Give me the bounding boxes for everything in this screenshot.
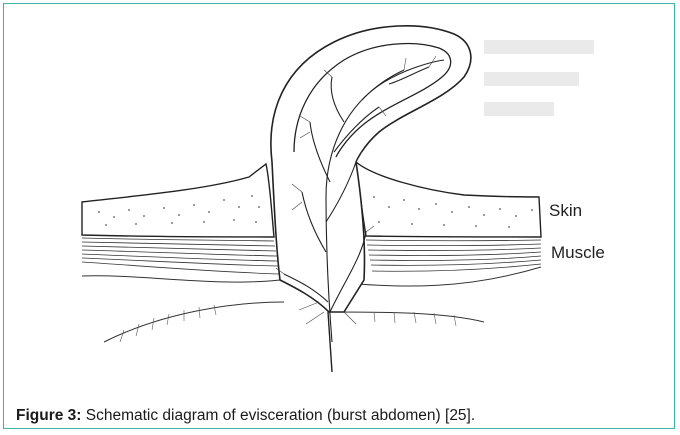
- background-ghost: [484, 40, 594, 116]
- caption-label: Figure 3:: [16, 407, 81, 424]
- right-abdominal-wall: [334, 162, 541, 326]
- evisceration-illustration: Skin Muscle: [44, 12, 644, 384]
- muscle-label: Muscle: [551, 243, 605, 262]
- figure-caption: Figure 3: Schematic diagram of eviscerat…: [16, 407, 475, 425]
- skin-label: Skin: [549, 201, 582, 220]
- caption-text: Schematic diagram of evisceration (burst…: [81, 407, 475, 424]
- figure-frame: Skin Muscle Figure 3: Schematic diagram …: [3, 3, 675, 429]
- left-abdominal-wall: [82, 164, 284, 342]
